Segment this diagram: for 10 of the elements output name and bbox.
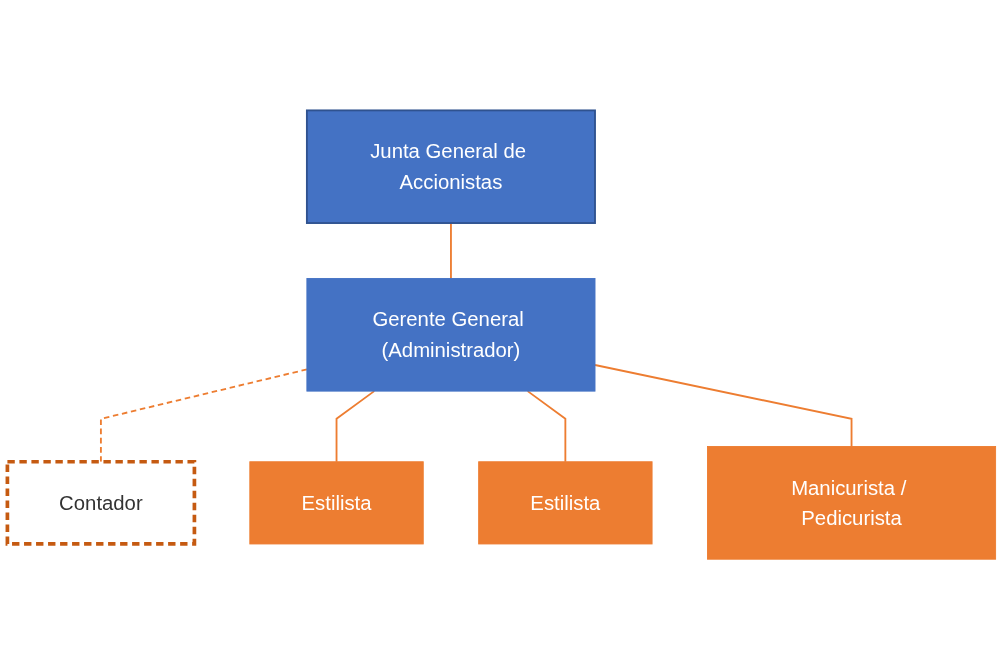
node-box: Manicurista / Pedicurista [707,446,997,560]
node-box: Junta General de Accionistas [305,109,596,225]
connector [594,364,853,448]
node-box: Gerente General (Administrador) [306,278,596,392]
node-box: Contador [5,460,197,546]
node-box: Estilista [478,461,653,545]
node-box: Estilista [249,461,424,545]
connector [526,390,567,463]
connector [335,390,376,463]
connector [450,222,452,280]
